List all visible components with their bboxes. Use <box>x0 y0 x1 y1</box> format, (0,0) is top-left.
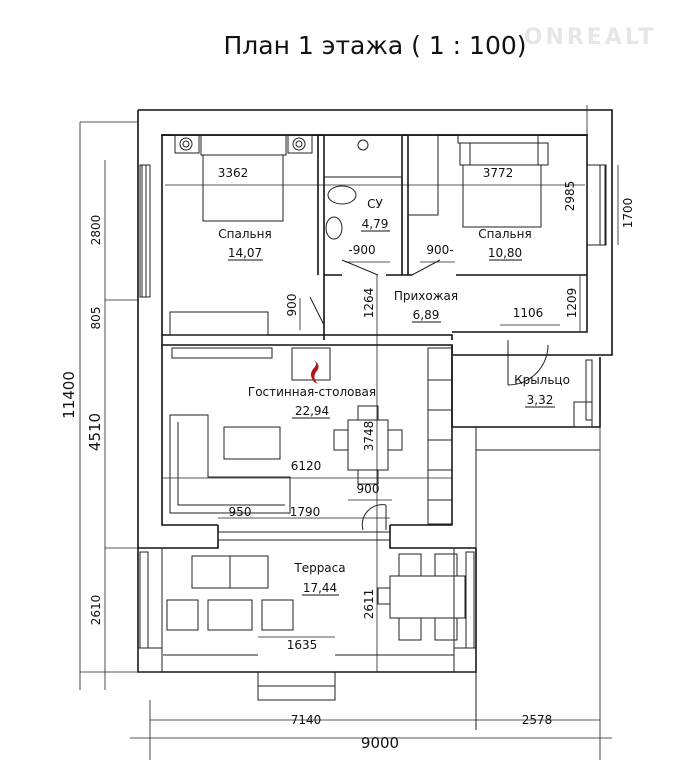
dim-porch-depth: 1209 <box>565 288 579 319</box>
dim-total-height: 11400 <box>60 371 78 419</box>
fireplace-flame-icon <box>311 360 319 384</box>
dimension-values: 3362 3772 2985 1700 -900 900- 900 1264 1… <box>60 166 635 752</box>
room-area-bedroom1: 14,07 <box>228 246 262 260</box>
room-name-bathroom: СУ <box>367 197 383 211</box>
dim-hall-depth: 1264 <box>362 288 376 319</box>
dim-total-width: 9000 <box>361 734 399 752</box>
dim-bedroom2-depth: 2985 <box>563 181 577 212</box>
dim-bottom-2578: 2578 <box>522 713 553 727</box>
dim-left-2800: 2800 <box>89 215 103 246</box>
dim-terrace-opening: 1635 <box>287 638 318 652</box>
room-area-porch: 3,32 <box>527 393 554 407</box>
room-name-bedroom1: Спальня <box>218 227 271 241</box>
dim-terrace-door: 900 <box>357 482 380 496</box>
room-name-porch: Крыльцо <box>514 373 570 387</box>
dim-terrace-depth: 2611 <box>362 589 376 620</box>
dim-door-bed2: 900- <box>426 243 453 257</box>
dim-bedroom1-width: 3362 <box>218 166 249 180</box>
dim-window-1790: 1790 <box>290 505 321 519</box>
room-name-living: Гостинная-столовая <box>248 385 376 399</box>
dim-left-4510: 4510 <box>86 413 104 451</box>
room-labels: Спальня 14,07 СУ 4,79 Спальня 10,80 Прих… <box>218 197 570 596</box>
room-area-bathroom: 4,79 <box>362 217 389 231</box>
furniture <box>166 134 593 641</box>
plan-title: План 1 этажа ( 1 : 100) <box>223 31 526 60</box>
dim-left-2610: 2610 <box>89 595 103 626</box>
room-name-bedroom2: Спальня <box>478 227 531 241</box>
doors <box>309 259 549 531</box>
dim-window-950: 950 <box>229 505 252 519</box>
walls <box>137 109 613 730</box>
room-area-terrace: 17,44 <box>303 581 337 595</box>
dim-bottom-7140: 7140 <box>291 713 322 727</box>
room-area-hall: 6,89 <box>413 308 440 322</box>
room-name-terrace: Терраса <box>293 561 345 575</box>
dim-living-depth: 3748 <box>362 421 376 452</box>
room-area-living: 22,94 <box>295 404 329 418</box>
room-name-hall: Прихожая <box>394 289 458 303</box>
dim-window-right: 1700 <box>621 198 635 229</box>
dim-living-width: 6120 <box>291 459 322 473</box>
dim-left-805: 805 <box>89 307 103 330</box>
dim-door-bed1: 900 <box>285 294 299 317</box>
room-area-bedroom2: 10,80 <box>488 246 522 260</box>
dimension-lines <box>79 105 619 760</box>
dim-porch-door: 1106 <box>513 306 544 320</box>
watermark: ONREALT <box>524 25 657 50</box>
dim-door-bath: -900 <box>348 243 375 257</box>
dim-bedroom2-width: 3772 <box>483 166 514 180</box>
